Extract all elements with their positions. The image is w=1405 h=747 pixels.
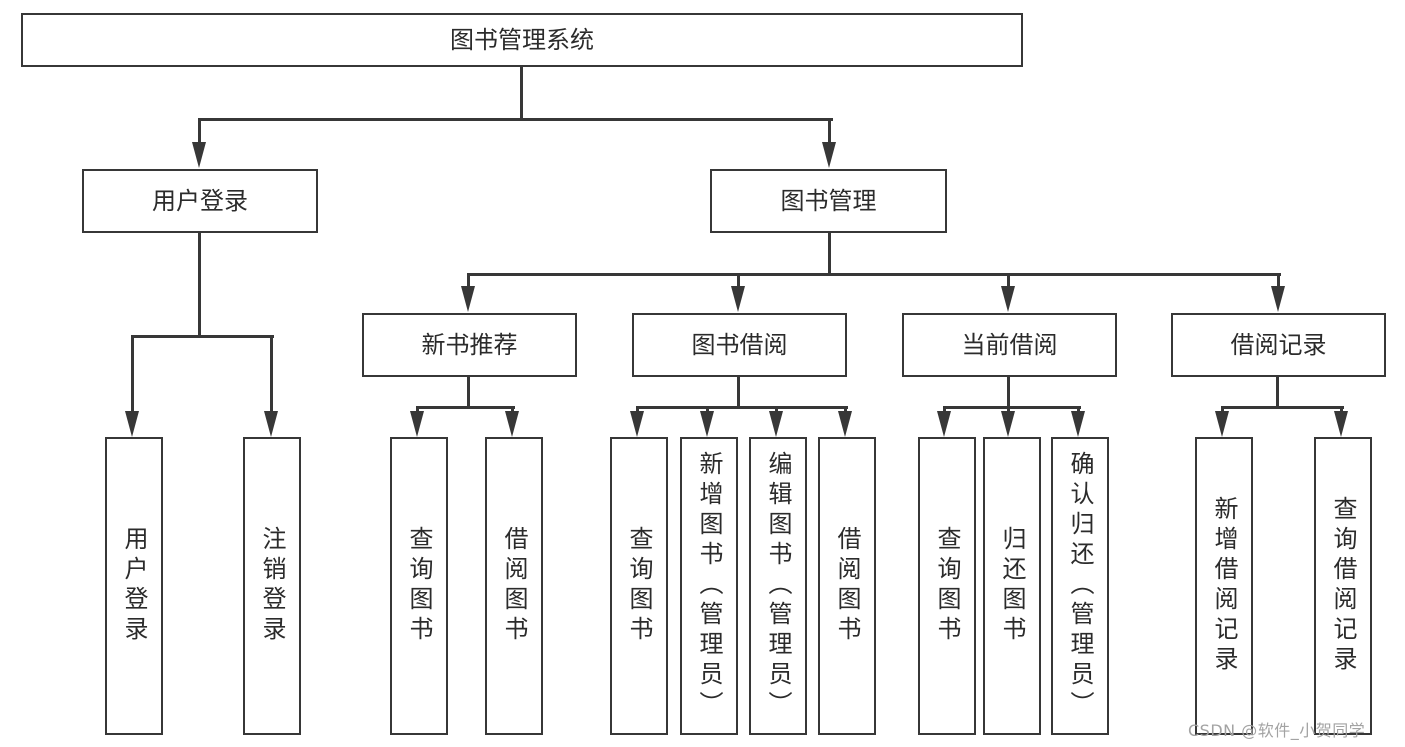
leaf-logout: 注销登录	[243, 437, 301, 735]
arrow-stem	[270, 335, 273, 413]
leaf-add-book-admin: 新增图书（管理员）	[680, 437, 738, 735]
node-library-management-system: 图书管理系统	[21, 13, 1023, 67]
node-user-login: 用户登录	[82, 169, 318, 233]
arrowhead	[1334, 411, 1348, 437]
branch-rail	[198, 118, 833, 121]
leaf-borrow-books-recommend: 借阅图书	[485, 437, 543, 735]
leaf-confirm-return-admin-label: 确认归还（管理员）	[1066, 451, 1094, 721]
leaf-edit-book-admin: 编辑图书（管理员）	[749, 437, 807, 735]
arrow-stem	[1340, 406, 1343, 415]
arrow-stem	[775, 406, 778, 415]
node-new-book-recommendation-label: 新书推荐	[421, 331, 518, 359]
trunk-line	[737, 377, 740, 406]
leaf-query-borrow-record: 查询借阅记录	[1314, 437, 1372, 735]
node-book-management: 图书管理	[710, 169, 947, 233]
node-book-borrowing: 图书借阅	[632, 313, 847, 377]
leaf-return-book: 归还图书	[983, 437, 1041, 735]
node-current-borrowing-label: 当前借阅	[961, 331, 1058, 359]
arrowhead	[822, 142, 836, 168]
leaf-return-book-label: 归还图书	[998, 526, 1026, 646]
arrowhead	[505, 411, 519, 437]
arrow-stem	[1077, 406, 1080, 415]
leaf-borrow-books-borrowing-label: 借阅图书	[833, 526, 861, 646]
trunk-line	[520, 67, 523, 120]
branch-rail	[637, 406, 848, 409]
branch-rail	[468, 273, 1281, 276]
leaf-query-books-borrowing: 查询图书	[610, 437, 668, 735]
branch-rail	[944, 406, 1081, 409]
arrowhead	[192, 142, 206, 168]
arrowhead	[1001, 411, 1015, 437]
arrowhead	[1271, 286, 1285, 312]
node-book-management-label: 图书管理	[780, 187, 877, 215]
arrow-stem	[1221, 406, 1224, 415]
leaf-user-login: 用户登录	[105, 437, 163, 735]
arrow-stem	[131, 335, 134, 413]
trunk-line	[467, 377, 470, 406]
leaf-query-books-recommend: 查询图书	[390, 437, 448, 735]
arrowhead	[630, 411, 644, 437]
leaf-borrow-books-borrowing: 借阅图书	[818, 437, 876, 735]
trunk-line	[828, 233, 831, 273]
arrow-stem	[636, 406, 639, 415]
node-user-login-label: 用户登录	[152, 187, 248, 215]
arrow-stem	[1277, 273, 1280, 289]
arrowhead	[125, 411, 139, 437]
arrow-stem	[706, 406, 709, 415]
leaf-borrow-books-recommend-label: 借阅图书	[500, 526, 528, 646]
arrowhead	[264, 411, 278, 437]
arrowhead	[937, 411, 951, 437]
leaf-add-borrow-record: 新增借阅记录	[1195, 437, 1253, 735]
branch-rail	[417, 406, 515, 409]
arrow-stem	[737, 273, 740, 289]
arrowhead	[731, 286, 745, 312]
arrowhead	[1071, 411, 1085, 437]
branch-rail	[1222, 406, 1344, 409]
leaf-logout-label: 注销登录	[258, 526, 286, 646]
leaf-add-book-admin-label: 新增图书（管理员）	[695, 451, 723, 721]
leaf-query-books-current: 查询图书	[918, 437, 976, 735]
node-new-book-recommendation: 新书推荐	[362, 313, 577, 377]
arrowhead	[1215, 411, 1229, 437]
arrow-stem	[467, 273, 470, 289]
arrowhead	[700, 411, 714, 437]
csdn-watermark: CSDN @软件_小贺同学	[1188, 721, 1366, 740]
leaf-confirm-return-admin: 确认归还（管理员）	[1051, 437, 1109, 735]
leaf-query-borrow-record-label: 查询借阅记录	[1329, 496, 1357, 676]
node-book-borrowing-label: 图书借阅	[691, 331, 788, 359]
arrow-stem	[828, 118, 831, 148]
arrow-stem	[511, 406, 514, 415]
node-current-borrowing: 当前借阅	[902, 313, 1117, 377]
arrowhead	[410, 411, 424, 437]
arrowhead	[838, 411, 852, 437]
leaf-add-borrow-record-label: 新增借阅记录	[1210, 496, 1238, 676]
node-borrowing-records: 借阅记录	[1171, 313, 1386, 377]
trunk-line	[1007, 377, 1010, 406]
arrowhead	[1001, 286, 1015, 312]
leaf-edit-book-admin-label: 编辑图书（管理员）	[764, 451, 792, 721]
arrow-stem	[1007, 273, 1010, 289]
arrow-stem	[943, 406, 946, 415]
leaf-query-books-recommend-label: 查询图书	[405, 526, 433, 646]
trunk-line	[1276, 377, 1279, 406]
trunk-line	[198, 233, 201, 335]
arrowhead	[461, 286, 475, 312]
node-library-management-system-label: 图书管理系统	[450, 26, 594, 54]
branch-rail	[132, 335, 274, 338]
arrow-stem	[844, 406, 847, 415]
node-borrowing-records-label: 借阅记录	[1230, 331, 1327, 359]
arrow-stem	[1007, 406, 1010, 415]
leaf-query-books-current-label: 查询图书	[933, 526, 961, 646]
arrow-stem	[198, 118, 201, 148]
leaf-user-login-label: 用户登录	[120, 526, 148, 646]
arrowhead	[769, 411, 783, 437]
arrow-stem	[416, 406, 419, 415]
leaf-query-books-borrowing-label: 查询图书	[625, 526, 653, 646]
